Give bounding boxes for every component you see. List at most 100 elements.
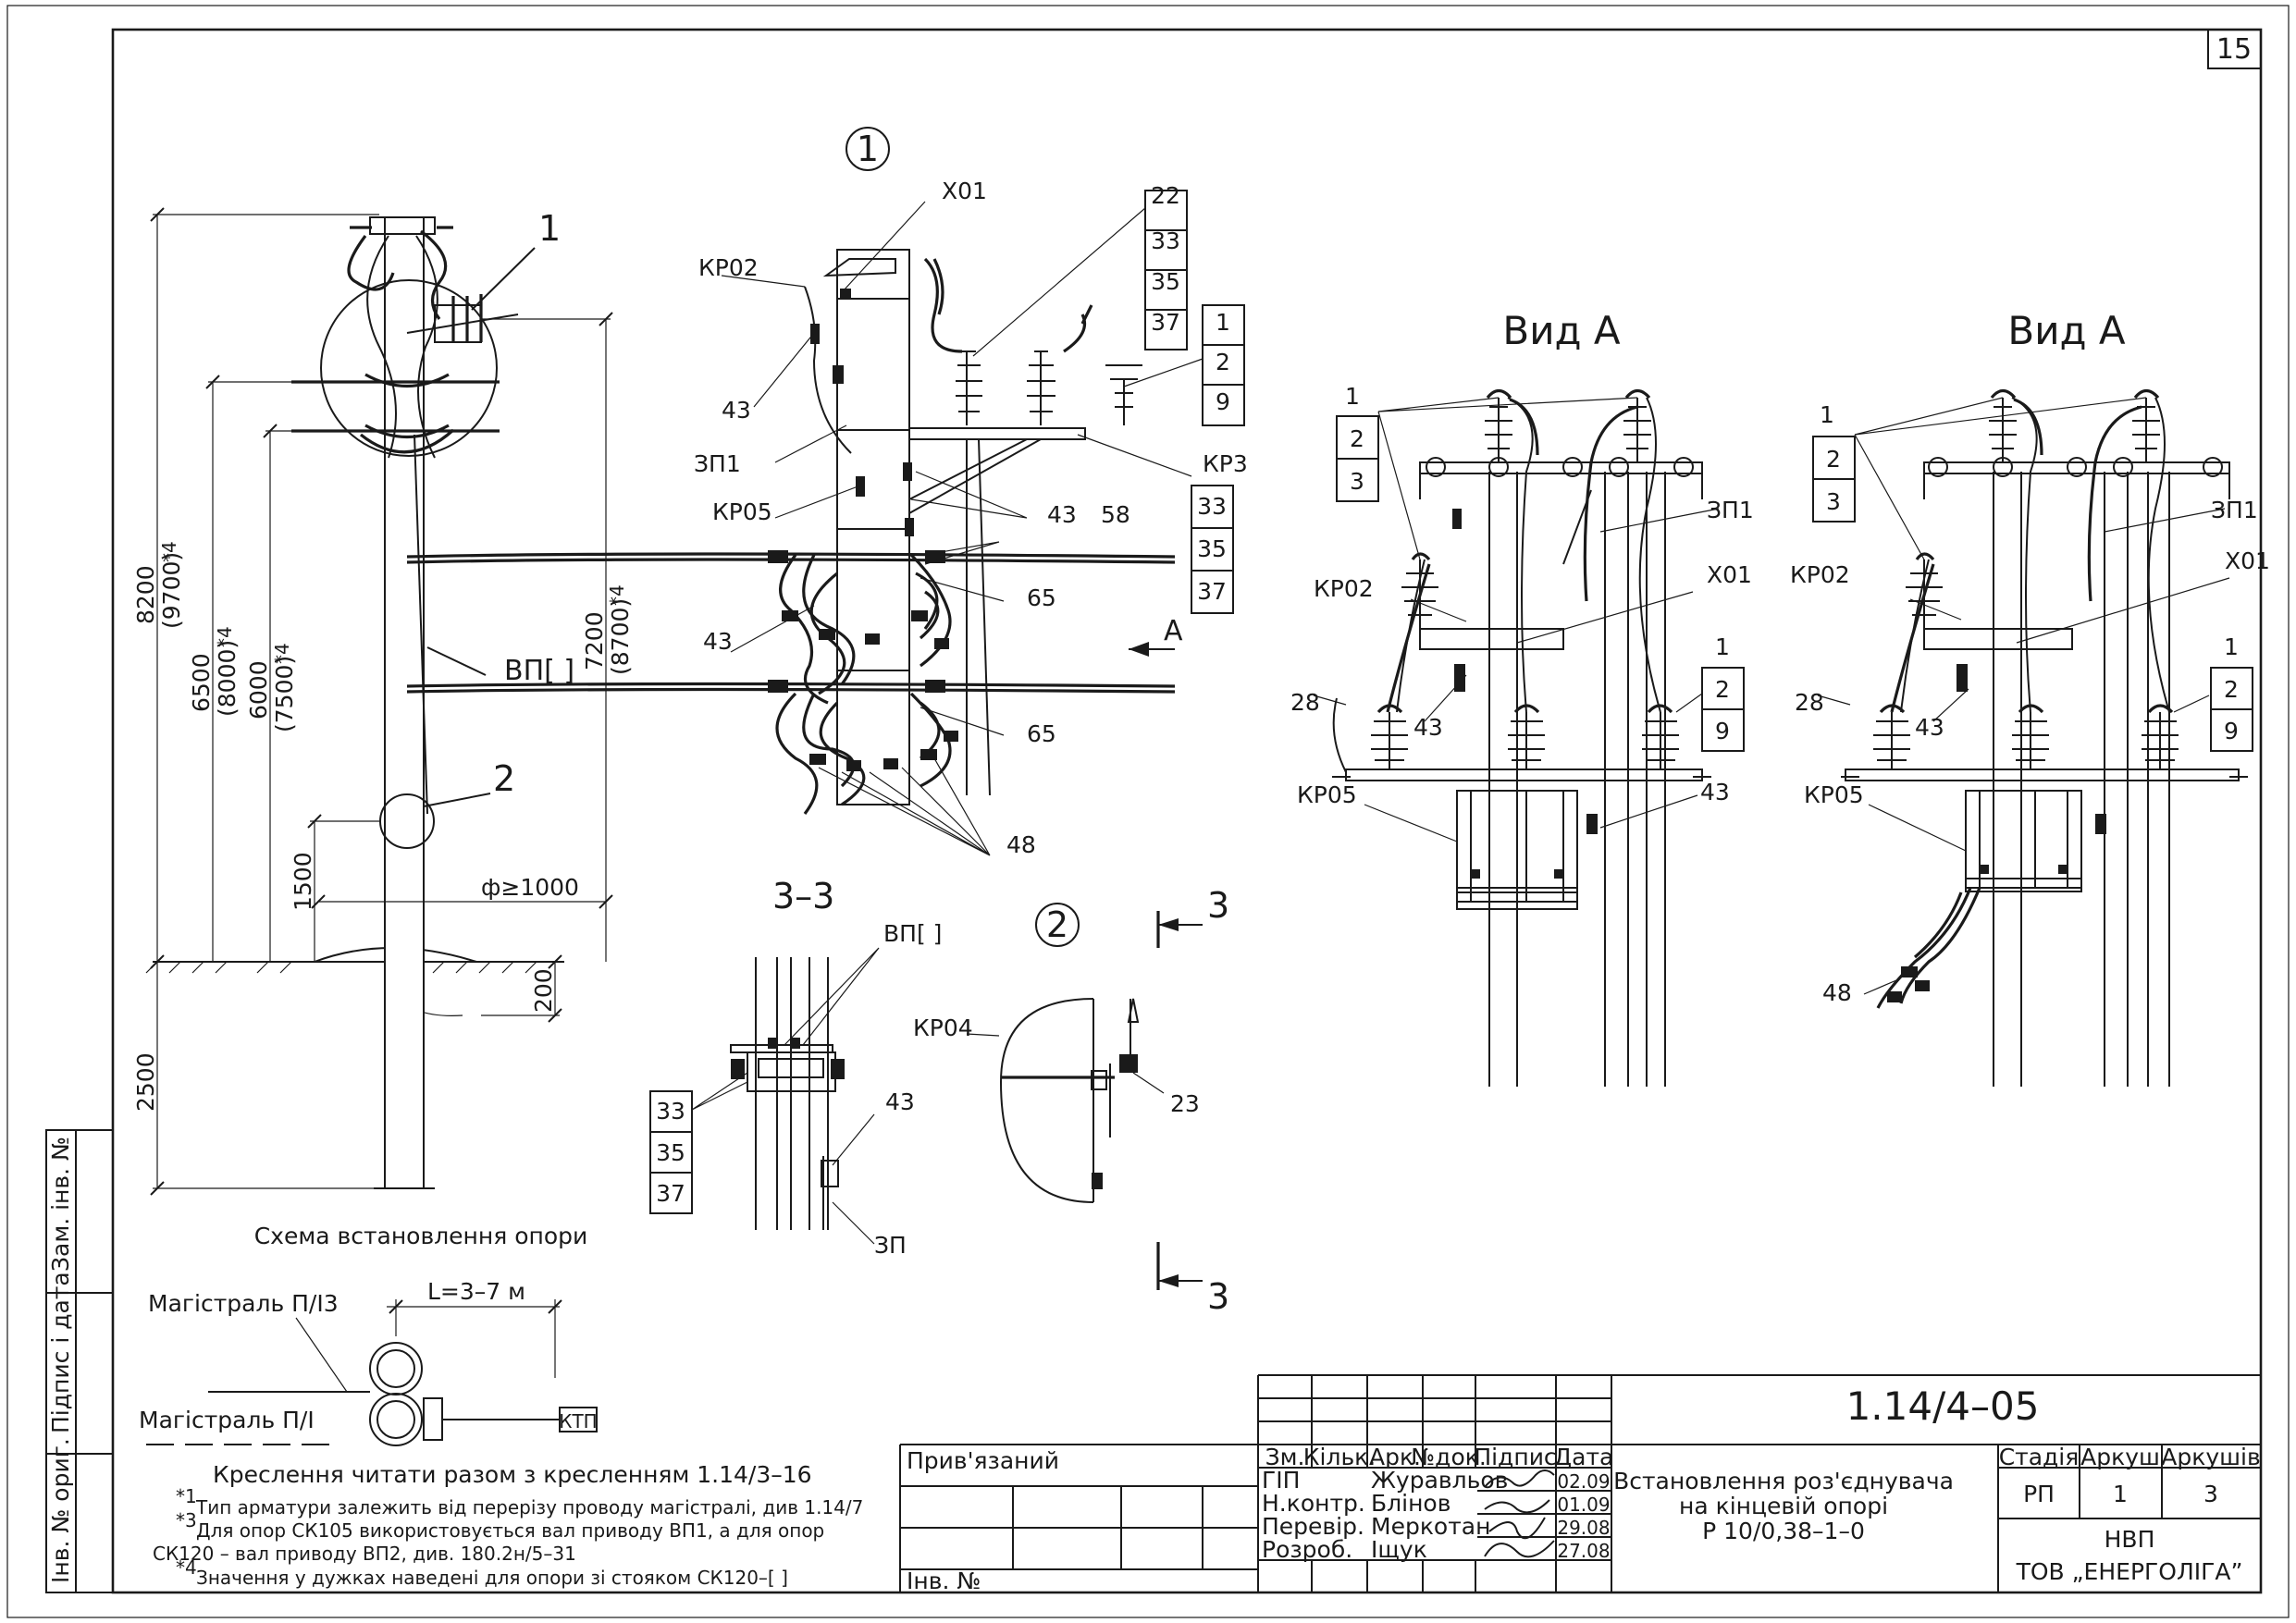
label-zp1: ЗП1	[1707, 497, 1754, 523]
label-zp1: ЗП1	[694, 450, 741, 477]
scheme-callout-1: 1	[538, 208, 561, 249]
view-a-2: Вид А	[1790, 308, 2270, 1087]
stack-item: 22	[1151, 182, 1180, 209]
length-label: L=3–7 м	[427, 1278, 525, 1305]
label-48: 48	[1006, 831, 1036, 858]
section-title: 3–3	[772, 876, 834, 916]
stack-item: 9	[2224, 718, 2239, 744]
stack-item: 9	[1715, 718, 1730, 744]
view-a-1: Вид А	[1290, 308, 1754, 1087]
stack-item: 33	[1197, 493, 1227, 520]
stack-item: 1	[1345, 383, 1360, 410]
label-43: 43	[722, 397, 751, 424]
note-3a: Для опор СК105 використовується вал прив…	[196, 1519, 824, 1542]
stack-item: 1	[2224, 633, 2239, 660]
tb-name: Блінов	[1371, 1490, 1450, 1517]
tb-date: 01.09	[1557, 1494, 1610, 1516]
bound-label: Прив'язаний	[907, 1447, 1059, 1474]
dim-mark: *4	[214, 626, 236, 647]
dim-mark: *4	[271, 643, 293, 664]
stack-item: 2	[1216, 349, 1230, 375]
dim-6500: 6500	[188, 653, 215, 712]
label-vp: ВП[ ]	[883, 920, 942, 947]
stack-item: 33	[1151, 227, 1180, 254]
note-mark: *4	[176, 1556, 197, 1579]
diameter-label: ф≥1000	[481, 874, 579, 901]
stack-item: 2	[1350, 425, 1364, 452]
tb-role: Перевір.	[1262, 1513, 1364, 1540]
label-kp02: КР02	[1314, 575, 1374, 602]
sheet-header: Аркуш	[2080, 1444, 2160, 1470]
tb-role: ГІП	[1262, 1467, 1300, 1494]
inv-label: Інв. №	[907, 1568, 981, 1594]
dim-7200-alt: (8700)	[607, 598, 634, 675]
stack-item: 1	[1216, 309, 1230, 336]
ktp-box: КТП	[559, 1410, 597, 1432]
stack-item: 3	[1350, 468, 1364, 495]
stack-item: 35	[656, 1139, 685, 1166]
stack-item: 33	[656, 1098, 685, 1125]
sheets-value: 3	[2203, 1481, 2218, 1507]
stage-value: РП	[2023, 1481, 2055, 1507]
label-43: 43	[703, 628, 733, 655]
sheet-value: 1	[2113, 1481, 2128, 1507]
tb-header: Кільк.	[1303, 1444, 1376, 1470]
dim-7200: 7200	[581, 611, 608, 670]
label-kp05: КР05	[1297, 781, 1357, 808]
mainline-scheme: Магістраль П/І3 КТП Магістраль П/І L=3–7…	[139, 1278, 598, 1446]
stack-item: 2	[1826, 446, 1841, 473]
view-title: Вид А	[2007, 308, 2125, 353]
stack-item: 2	[1715, 676, 1730, 703]
label-kp05: КР05	[1804, 781, 1864, 808]
detail-2-number: 2	[1046, 904, 1068, 945]
side-field-signature-date: Підпис і дата	[47, 1272, 74, 1433]
label-43: 43	[885, 1088, 915, 1115]
label-43: 43	[1413, 714, 1443, 741]
label-48: 48	[1822, 979, 1852, 1006]
dim-8200-alt: (9700)	[158, 552, 185, 629]
label-28: 28	[1795, 689, 1824, 716]
tb-role: Розроб.	[1262, 1536, 1352, 1563]
side-stamp: Інв. № ориг. Підпис і дата Зам. інв. №	[45, 1129, 114, 1593]
dim-8200: 8200	[132, 565, 159, 624]
label-zp1: ЗП1	[2211, 497, 2258, 523]
note-1: Тип арматури залежить від перерізу прово…	[195, 1496, 863, 1518]
notes: Креслення читати разом з кресленням 1.14…	[153, 1461, 863, 1589]
tb-role: Н.контр.	[1262, 1490, 1365, 1517]
tb-header: Дата	[1554, 1444, 1614, 1470]
label-x01: Х01	[2225, 547, 2270, 574]
scheme-wire-label: ВП[ ]	[504, 655, 574, 687]
pole-installation-scheme: 1 ВП[ ] 2 8200 (9700) *4 6500 (8000) *4 …	[132, 207, 634, 1249]
mainline-p3: Магістраль П/І3	[148, 1290, 339, 1317]
detail-1: 1	[406, 127, 1248, 858]
dim-mark: *4	[158, 541, 180, 562]
stack-item: 2	[2224, 676, 2239, 703]
stack-item: 1	[1715, 633, 1730, 660]
page-number: 15	[2216, 33, 2252, 66]
section-3-3: 3–3 ВП[ ] 33 35 37 43 ЗП	[649, 876, 942, 1259]
tb-header: Зм.	[1265, 1444, 1305, 1470]
label-43: 43	[1047, 501, 1077, 528]
stack-item: 1	[1820, 401, 1834, 428]
scheme-callout-2: 2	[493, 758, 515, 799]
tb-name: Журавльов	[1371, 1467, 1508, 1494]
mainline-p1: Магістраль П/І	[139, 1407, 315, 1433]
tb-name: Меркотан	[1371, 1513, 1490, 1540]
label-kp02: КР02	[1790, 561, 1850, 588]
detail-2: 2 КР04 23 3 3	[913, 885, 1229, 1317]
label-kp05: КР05	[712, 498, 772, 525]
dim-1500: 1500	[290, 852, 316, 911]
drawing-code: 1.14/4–05	[1846, 1383, 2040, 1429]
dim-2500: 2500	[132, 1052, 159, 1112]
stack-item: 9	[1216, 388, 1230, 415]
note-main: Креслення читати разом з кресленням 1.14…	[213, 1461, 812, 1488]
label-43: 43	[1700, 779, 1730, 805]
label-65: 65	[1027, 584, 1056, 611]
label-zp: ЗП	[874, 1232, 907, 1259]
dim-6000: 6000	[245, 660, 272, 719]
label-43: 43	[1915, 714, 1944, 741]
detail-1-number: 1	[857, 129, 879, 169]
label-28: 28	[1290, 689, 1320, 716]
cut-mark: 3	[1207, 885, 1229, 926]
